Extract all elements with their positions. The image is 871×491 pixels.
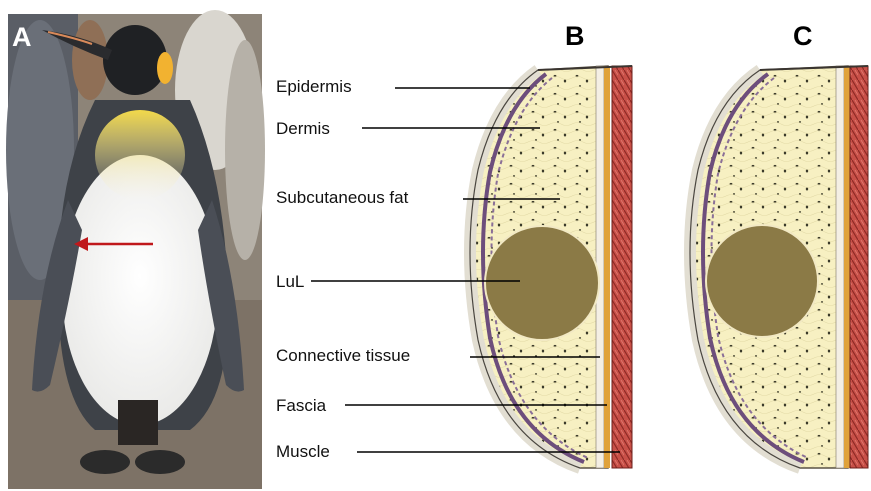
panel-c-lul-lesion bbox=[706, 225, 818, 337]
panel-b-letter: B bbox=[565, 21, 585, 51]
label-lul: LuL bbox=[276, 272, 304, 291]
panel-b-lul-lesion bbox=[485, 226, 599, 340]
label-dermis: Dermis bbox=[276, 119, 330, 138]
panel-a-letter: A bbox=[12, 22, 32, 52]
label-connective-tissue: Connective tissue bbox=[276, 346, 410, 365]
label-fascia: Fascia bbox=[276, 396, 327, 415]
label-epidermis: Epidermis bbox=[276, 77, 352, 96]
panel-c-letter: C bbox=[793, 21, 813, 51]
label-muscle: Muscle bbox=[276, 442, 330, 461]
panel-a-photo bbox=[6, 10, 265, 489]
label-subcutaneous-fat: Subcutaneous fat bbox=[276, 188, 409, 207]
